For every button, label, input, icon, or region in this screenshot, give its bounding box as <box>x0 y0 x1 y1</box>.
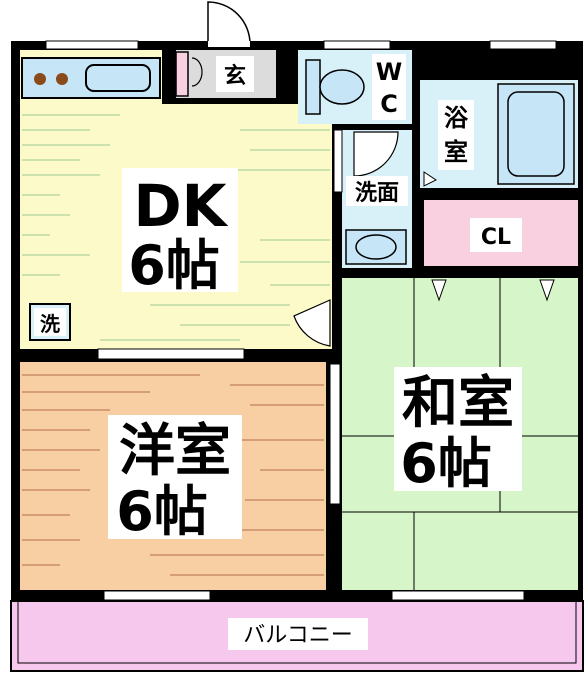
toilet-tank <box>305 59 321 115</box>
western-room-size: 6帖 <box>116 480 208 543</box>
closet-door-marker-right <box>539 279 555 302</box>
sliding-door-dk-western <box>97 348 245 360</box>
window-kitchen <box>45 40 139 50</box>
window-japanese <box>391 590 525 601</box>
bath-label-bottom: 室 <box>444 138 468 166</box>
balcony-label: バルコニー <box>243 623 353 648</box>
closet-label: CL <box>481 225 511 250</box>
closet-label-bg <box>470 218 522 252</box>
bath-label-bg <box>438 100 474 170</box>
western-floor-lines <box>22 374 324 576</box>
bathtub-inner <box>507 91 565 177</box>
toilet-label-bg <box>372 54 406 120</box>
dk-floor-lines <box>22 114 330 341</box>
window-western <box>103 590 211 601</box>
sliding-door-dk-washroom <box>333 129 343 193</box>
japanese-room-name: 和室 <box>402 371 514 436</box>
laundry-label: 洗 <box>40 312 60 336</box>
dk-label-bg <box>122 168 238 292</box>
laundry-label-bg <box>34 308 66 336</box>
japanese-label-bg <box>394 367 522 491</box>
western-room-name: 洋室 <box>119 419 231 484</box>
bath-door-marker <box>423 171 437 187</box>
closet-door-marker-left <box>431 279 447 302</box>
western-label-bg <box>108 415 242 539</box>
dk-room-name: DK <box>133 172 228 240</box>
kitchen-sink <box>85 64 151 92</box>
bath-label-top: 浴 <box>444 104 469 132</box>
shoe-cabinet <box>175 51 189 97</box>
balcony-label-bg <box>228 618 368 650</box>
washroom-door-swing <box>353 131 399 177</box>
washroom-label: 洗面 <box>355 181 399 206</box>
dk-room-size: 6帖 <box>128 234 220 297</box>
toilet-label-bottom: C <box>380 90 398 118</box>
entrance-label-bg <box>216 56 254 92</box>
sliding-door-western-japanese <box>329 363 341 505</box>
entrance-label: 玄 <box>224 63 246 89</box>
wash-basin-bowl <box>355 234 397 260</box>
entrance-inner-door <box>191 57 203 87</box>
room-door-swing <box>293 299 331 347</box>
window-bath <box>489 40 557 50</box>
toilet-label-top: W <box>376 58 402 86</box>
window-toilet <box>323 40 391 50</box>
stove-burner-right <box>56 73 68 85</box>
entrance-door-swing <box>207 1 251 45</box>
japanese-room-size: 6帖 <box>400 432 492 495</box>
stove-burner-left <box>34 73 46 85</box>
toilet-bowl <box>319 69 365 105</box>
balcony-rail <box>17 600 577 664</box>
washroom-label-bg <box>346 176 408 206</box>
